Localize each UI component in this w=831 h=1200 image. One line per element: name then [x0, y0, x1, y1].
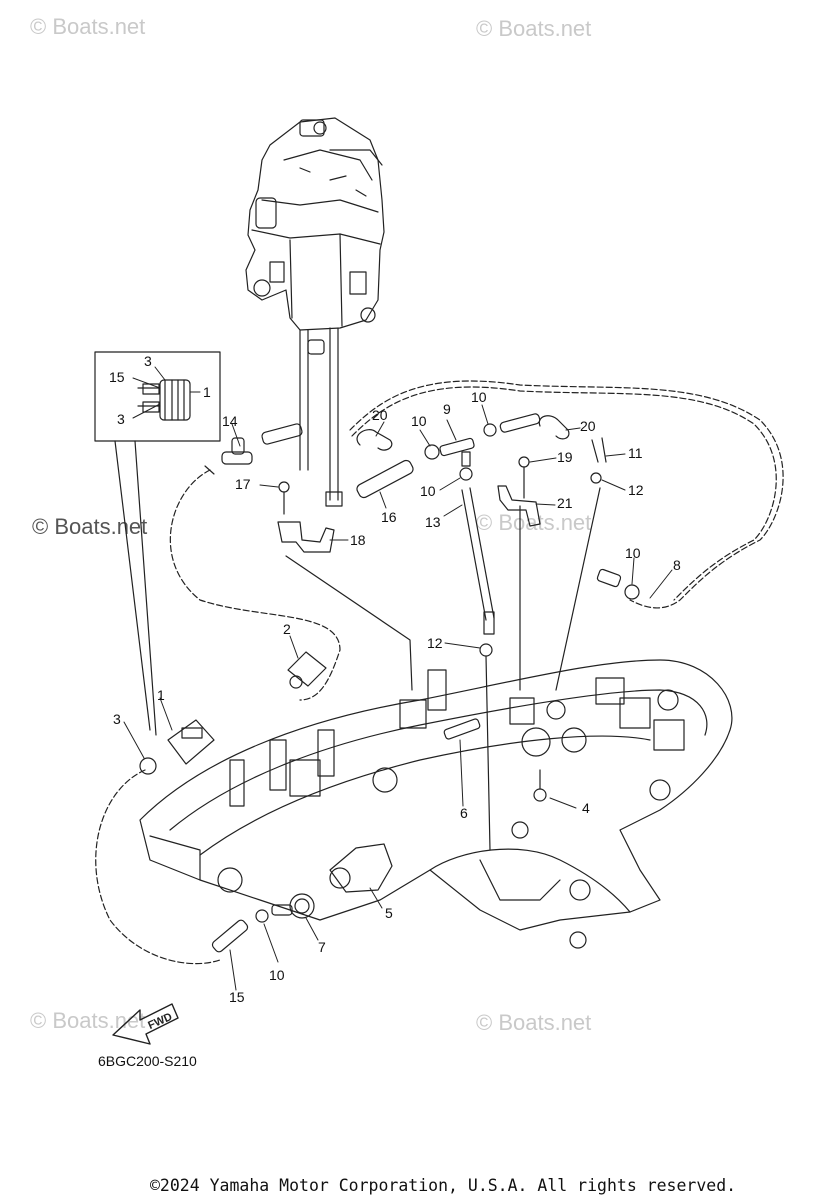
hoses-and-fittings — [169, 380, 784, 851]
callout-4: 4 — [582, 800, 590, 816]
watermark-middle-left: © Boats.net — [32, 514, 148, 539]
callout-1-inset: 1 — [203, 384, 211, 400]
callout-10-e: 10 — [269, 967, 285, 983]
callout-11: 11 — [628, 445, 643, 461]
callout-2: 2 — [283, 621, 291, 637]
callout-9: 9 — [443, 401, 451, 417]
callout-13: 13 — [425, 514, 441, 530]
part-code: 6BGC200-S210 — [98, 1053, 197, 1069]
watermark-top-left: © Boats.net — [30, 14, 146, 39]
watermark-top-right: © Boats.net — [476, 16, 592, 41]
callout-10-a: 10 — [411, 413, 427, 429]
engine-block-drawing — [245, 117, 385, 507]
callout-7: 7 — [318, 939, 326, 955]
callout-leaders — [123, 366, 673, 991]
callout-6: 6 — [460, 805, 468, 821]
callout-19: 19 — [557, 449, 573, 465]
callout-1: 1 — [157, 687, 165, 703]
callout-15-inset: 15 — [109, 369, 125, 385]
callout-12-top: 12 — [628, 482, 644, 498]
callout-20-right: 20 — [580, 418, 596, 434]
bottom-cowling-drawing — [95, 651, 733, 965]
callout-12-bottom: 12 — [427, 635, 443, 651]
callout-5: 5 — [385, 905, 393, 921]
callout-18: 18 — [350, 532, 366, 548]
callout-20-left: 20 — [372, 407, 388, 423]
callout-8: 8 — [673, 557, 681, 573]
callout-14: 14 — [222, 413, 238, 429]
callout-21: 21 — [557, 495, 573, 511]
detail-inset — [94, 351, 221, 736]
copyright-notice: ©2024 Yamaha Motor Corporation, U.S.A. A… — [150, 1176, 737, 1195]
watermark-bottom-left: © Boats.net — [30, 1008, 146, 1033]
callout-10-d: 10 — [625, 545, 641, 561]
callout-10-b: 10 — [471, 389, 487, 405]
callout-10-c: 10 — [420, 483, 436, 499]
callout-3-inset-top: 3 — [144, 353, 152, 369]
fwd-arrow-icon: FWD — [112, 1003, 179, 1045]
callout-15: 15 — [229, 989, 245, 1005]
callout-3-inset-bottom: 3 — [117, 411, 125, 427]
callout-3: 3 — [113, 711, 121, 727]
callout-numbers: 15 3 1 3 14 20 10 9 10 20 11 19 12 17 10… — [109, 353, 681, 1005]
callout-16: 16 — [381, 509, 397, 525]
watermark-middle-center: © Boats.net — [476, 510, 592, 535]
watermark-bottom-right: © Boats.net — [476, 1010, 592, 1035]
callout-17: 17 — [235, 476, 251, 492]
